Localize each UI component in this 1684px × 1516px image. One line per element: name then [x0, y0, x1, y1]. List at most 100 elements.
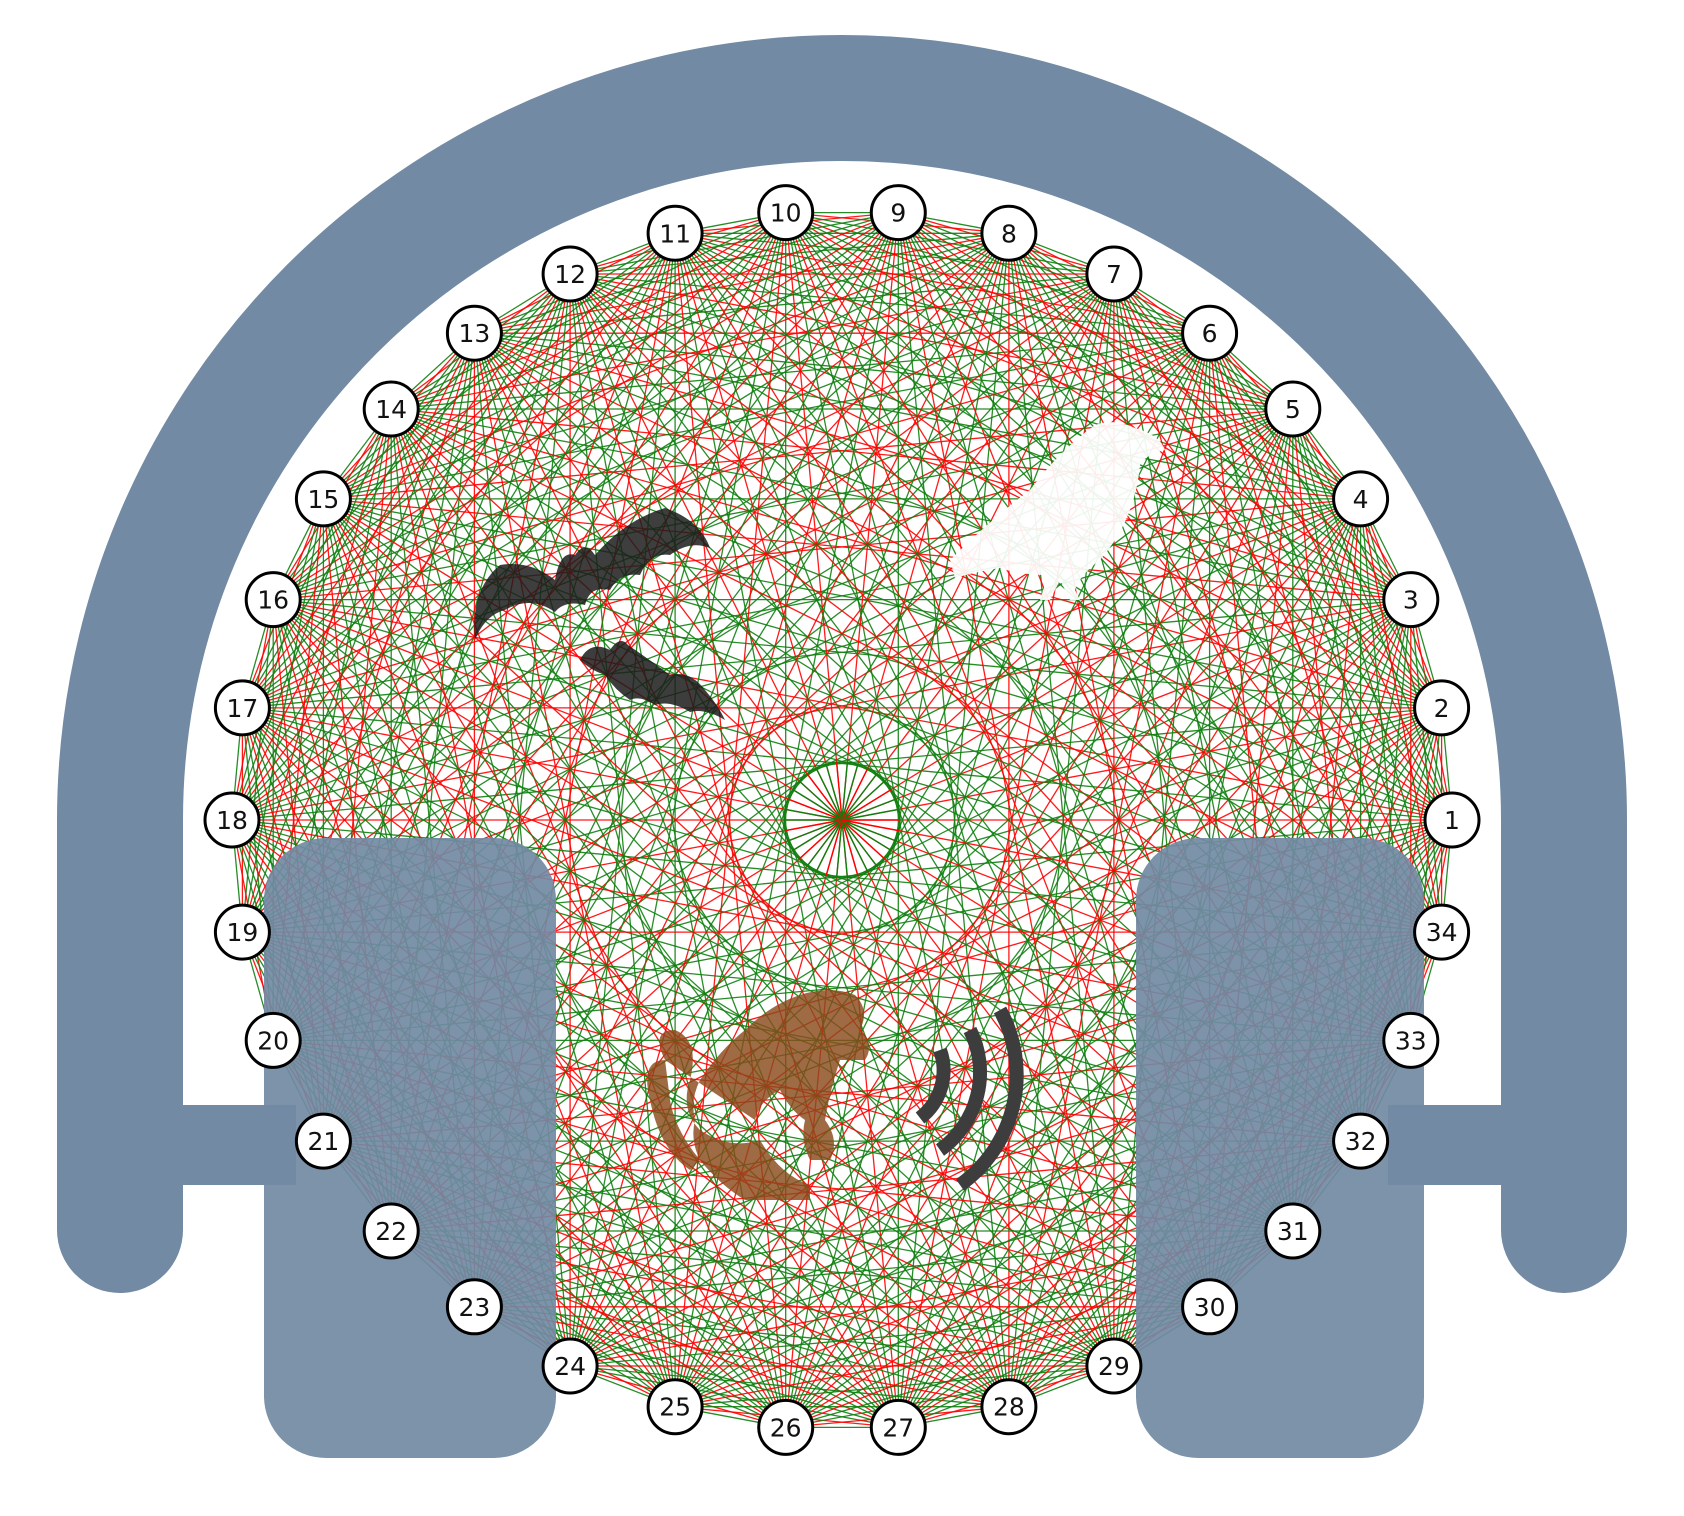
graph-edge [897, 498, 1362, 1428]
graph-node: 16 [244, 571, 302, 629]
center-spoke [841, 819, 859, 876]
center-spoke [841, 819, 892, 852]
sound-waves-icon [915, 1006, 1024, 1191]
graph-node: 15 [294, 470, 352, 528]
graph-node-circle [757, 184, 815, 242]
graph-node: 24 [541, 1337, 599, 1395]
graph-node: 19 [213, 903, 271, 961]
graph-node-label: 30 [1194, 1293, 1226, 1322]
graph-node-label: 29 [1098, 1352, 1130, 1381]
center-spoke [841, 798, 897, 821]
center-spoke [787, 819, 843, 842]
center-spoke [835, 762, 843, 821]
graph-node-circle [1264, 1202, 1322, 1260]
graph-nodes: 1234567891011121314151617181920212223242… [203, 184, 1481, 1456]
graph-node-circle [1382, 1011, 1440, 1069]
graph-node-circle [1413, 903, 1471, 961]
graph-node-circle [646, 1378, 704, 1436]
center-spoke [798, 780, 843, 821]
graph-edge [242, 332, 1210, 709]
graph-node: 17 [213, 679, 271, 737]
graph-node: 4 [1332, 470, 1390, 528]
graph-edge [785, 212, 1443, 933]
graph-node: 25 [646, 1378, 704, 1436]
center-spoke [841, 773, 878, 821]
graph-edge [390, 408, 899, 1428]
graph-node: 22 [362, 1202, 420, 1260]
graph-edge [474, 707, 1442, 1308]
graph-node: 27 [869, 1398, 927, 1456]
graph-node-label: 1 [1444, 806, 1460, 835]
graph-node: 33 [1382, 1011, 1440, 1069]
graph-node: 10 [757, 184, 815, 242]
graph-node-circle [362, 380, 420, 438]
graph-node: 31 [1264, 1202, 1322, 1260]
graph-node-label: 19 [226, 918, 258, 947]
graph-edge [242, 332, 1210, 933]
graph-node-label: 31 [1277, 1217, 1309, 1246]
graph-edge [322, 498, 1211, 1308]
graph-edge [785, 408, 1294, 1428]
graph-node: 1 [1423, 791, 1481, 849]
graph-edge [474, 332, 1442, 933]
center-spoke [806, 819, 843, 867]
center-burst [783, 761, 901, 879]
graph-edge [323, 498, 1442, 709]
graph-edge [674, 1306, 1210, 1408]
graph-node: 7 [1085, 245, 1143, 303]
graph-edge [231, 598, 1411, 821]
graph-edge [569, 212, 899, 1367]
center-spoke [815, 819, 843, 873]
graph-edge [473, 333, 787, 1428]
graph-edge [323, 232, 1010, 500]
graph-node: 21 [294, 1112, 352, 1170]
center-spoke [841, 767, 869, 821]
graph-node-label: 22 [375, 1217, 407, 1246]
graph-edge [241, 232, 1010, 933]
graph-node-circle [980, 1378, 1038, 1436]
graph-node: 6 [1181, 304, 1239, 362]
graph-edge [1292, 408, 1443, 933]
graph-edge [474, 1306, 1114, 1367]
graph-edge [272, 599, 1210, 1308]
center-spoke [787, 798, 843, 821]
graph-node-circle [1264, 380, 1322, 438]
center-spoke [835, 819, 843, 878]
center-spoke [798, 819, 843, 860]
graph-node-circle [1181, 304, 1239, 362]
graph-node: 8 [980, 204, 1038, 262]
graph-edge [473, 333, 676, 1407]
graph-node: 28 [980, 1378, 1038, 1436]
graph-edge [391, 273, 1115, 410]
graph-edge [897, 212, 1443, 709]
graph-node-label: 24 [554, 1352, 586, 1381]
graph-edge [569, 273, 1442, 933]
graph-edge [272, 599, 899, 1428]
graph-node: 23 [445, 1278, 503, 1336]
graph-node: 29 [1085, 1337, 1143, 1395]
center-spoke [841, 788, 892, 821]
graph-node-label: 4 [1353, 485, 1369, 514]
graph-edge [390, 408, 1453, 821]
graph-node-label: 16 [257, 586, 289, 615]
center-spoke [841, 819, 900, 832]
graph-edge [897, 333, 1211, 1428]
center-spoke [792, 788, 843, 821]
graph-edge [1113, 333, 1211, 1367]
graph-edge [569, 273, 899, 1428]
center-spoke [841, 819, 849, 878]
graph-edge [242, 707, 1294, 1232]
graph-node-circle [445, 304, 503, 362]
graph-node: 5 [1264, 380, 1322, 438]
graph-node-label: 12 [554, 260, 586, 289]
graph-edge [569, 273, 1293, 410]
graph-node: 20 [244, 1011, 302, 1069]
graph-node-circle [244, 1011, 302, 1069]
center-spoke [841, 780, 886, 821]
graph-edge [785, 212, 1115, 1367]
graph-edge [272, 212, 899, 601]
graph-edge [1410, 599, 1443, 933]
graph-node-circle [445, 1278, 503, 1336]
graph-node-circle [1181, 1278, 1239, 1336]
